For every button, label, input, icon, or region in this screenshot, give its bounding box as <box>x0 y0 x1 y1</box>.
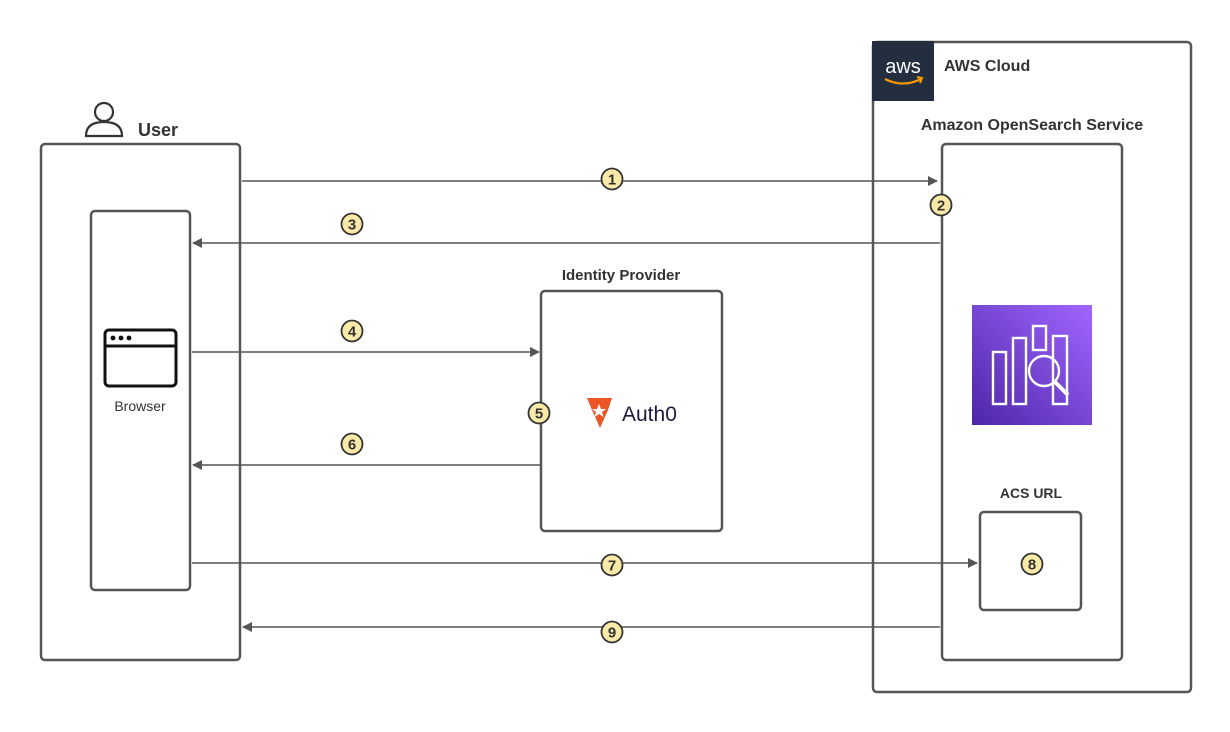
step-badge-7: 7 <box>600 553 624 577</box>
browser-window-icon <box>103 328 178 388</box>
svg-text:6: 6 <box>348 437 356 454</box>
auth0-logo-icon <box>587 398 612 428</box>
step-badge-4: 4 <box>340 319 364 343</box>
acs-url-label: ACS URL <box>1000 485 1063 501</box>
aws-logo-icon <box>872 41 934 101</box>
svg-text:8: 8 <box>1028 557 1036 574</box>
opensearch-service-icon <box>972 305 1092 425</box>
opensearch-service-box <box>940 142 1124 662</box>
svg-text:3: 3 <box>348 217 356 234</box>
user-label: User <box>138 120 178 140</box>
step-badge-5: 5 <box>527 401 551 425</box>
step-badge-6: 6 <box>340 432 364 456</box>
aws-smile-arrow-icon <box>916 76 924 84</box>
browser-label: Browser <box>114 398 166 414</box>
step-badge-9: 9 <box>600 620 624 644</box>
browser-box <box>89 209 192 592</box>
aws-cloud-box <box>871 40 1193 694</box>
aws-cloud-label: AWS Cloud <box>944 58 1030 75</box>
step-badge-8: 8 <box>1020 552 1044 576</box>
svg-text:2: 2 <box>937 198 945 215</box>
svg-text:4: 4 <box>348 324 357 341</box>
aws-logo-text: aws <box>885 56 921 78</box>
user-box <box>39 142 242 662</box>
acs-url-box <box>978 510 1083 612</box>
svg-text:9: 9 <box>608 625 616 642</box>
aws-smile-icon <box>884 78 922 85</box>
svg-text:1: 1 <box>608 172 616 189</box>
opensearch-service-label: Amazon OpenSearch Service <box>921 117 1143 134</box>
identity-provider-label: Identity Provider <box>562 267 681 284</box>
step-badge-1: 1 <box>600 167 624 191</box>
step-badge-2: 2 <box>929 193 953 217</box>
step-badge-3: 3 <box>340 212 364 236</box>
svg-text:5: 5 <box>535 406 543 423</box>
auth0-brand-text: Auth0 <box>622 403 677 426</box>
svg-text:7: 7 <box>608 558 616 575</box>
user-icon <box>84 101 124 138</box>
